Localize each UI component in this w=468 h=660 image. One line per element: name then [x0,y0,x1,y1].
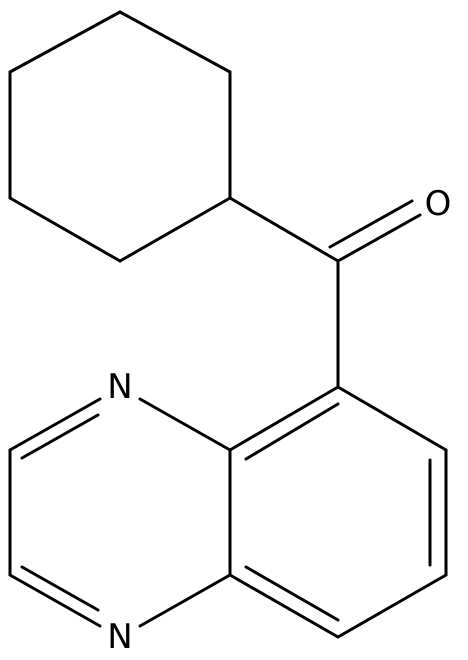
bond [118,196,232,263]
bond [328,199,414,249]
nitrogen-atom-label-bottom: N [107,617,132,657]
bond [118,10,232,74]
bond [20,413,100,460]
nitrogen-atom-label-top: N [107,367,132,407]
cyclohexane-ring [8,10,232,263]
bond [138,573,232,628]
pyrazine-ring [8,397,232,628]
oxygen-atom-label: O [425,184,452,224]
bond [8,196,122,263]
carbonyl-double-bond [328,199,422,263]
bond [228,573,340,639]
bond [8,10,122,74]
bond [8,573,102,628]
bond [8,397,102,452]
bond [138,397,232,452]
bond [336,573,448,639]
bond [244,565,340,622]
bond [228,196,340,263]
bond [336,385,448,452]
bond [20,565,100,612]
benzene-ring [228,385,448,639]
bond [336,213,422,263]
bond [244,402,340,461]
bond [228,385,340,452]
